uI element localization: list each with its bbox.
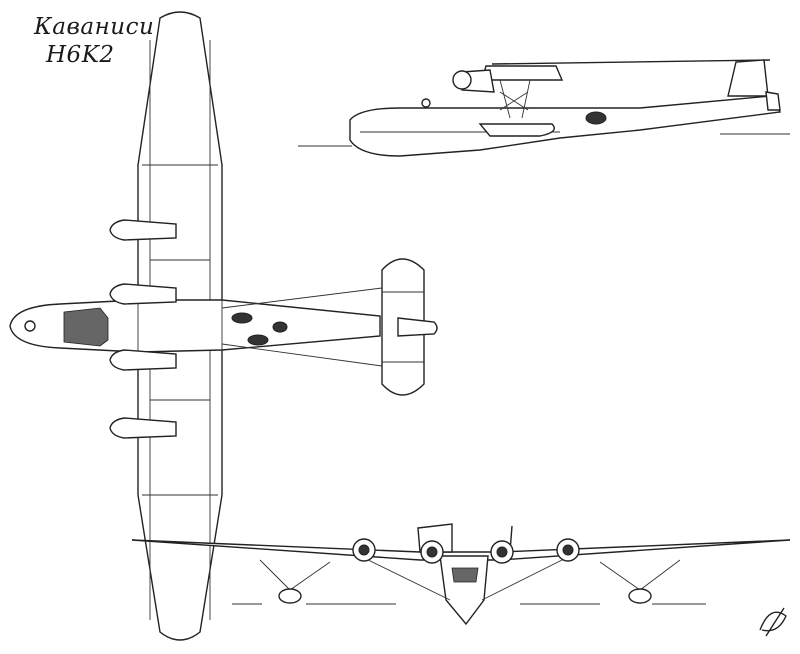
plan-engine-nacelles bbox=[109, 219, 177, 439]
front-hull bbox=[439, 555, 489, 626]
front-engines bbox=[352, 538, 580, 564]
front-view bbox=[131, 523, 791, 626]
artist-signature-mark bbox=[759, 607, 787, 637]
side-hull bbox=[349, 95, 782, 157]
side-view bbox=[298, 59, 790, 157]
side-tail-fin bbox=[727, 59, 769, 97]
side-wing bbox=[481, 65, 564, 81]
plan-view bbox=[9, 11, 438, 641]
aircraft-maker-label: Каваниси bbox=[34, 14, 155, 40]
aircraft-model-label: H6K2 bbox=[46, 42, 115, 68]
